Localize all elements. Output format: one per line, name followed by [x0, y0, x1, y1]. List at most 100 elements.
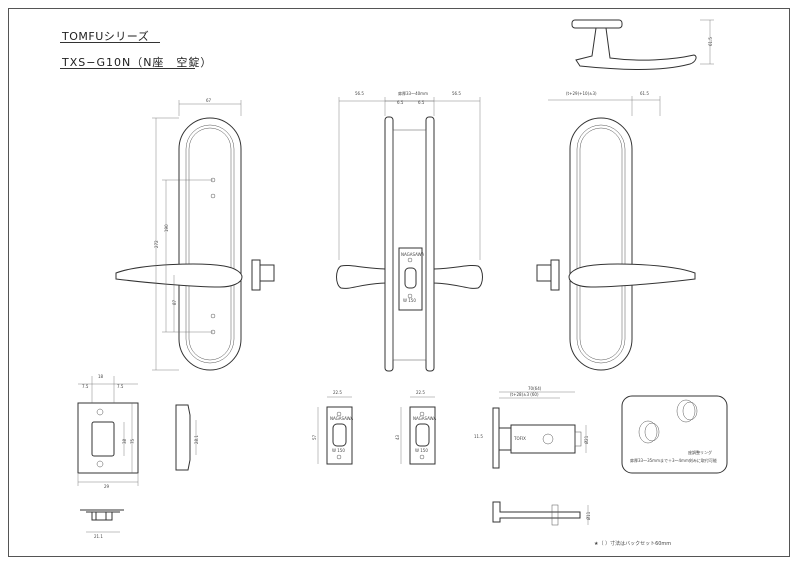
- section-brand: NAGASAWA: [401, 252, 424, 257]
- front-plate-outer: [178, 117, 242, 371]
- dim-latch-top2-label: (t+28)±3 (60): [510, 392, 539, 397]
- dim-latch-side-label: Ø21: [584, 435, 589, 444]
- dim-strike-top2: 7.5: [82, 384, 89, 389]
- screw-hole: [407, 257, 413, 263]
- ring-1-outer: [638, 420, 658, 444]
- dim-face-h2-label: 43: [395, 434, 400, 440]
- latch-side: TOFIX 70(64) (t+28)±3 (60) Ø21 11.5: [474, 386, 589, 469]
- dim-overall: [338, 97, 481, 260]
- model-underline: [60, 68, 195, 69]
- dim-strike-top3: 7.5: [117, 384, 124, 389]
- dim-strike-h1: 38: [122, 438, 127, 444]
- ring-2-inner: [682, 401, 698, 421]
- latch-brand-2: NAGASAWA: [413, 416, 436, 421]
- dim-side-left: 56.5: [355, 91, 364, 96]
- section-plate-right: [425, 116, 435, 372]
- screw-hole: [407, 293, 413, 299]
- ring-note-2: 扉厚33〜35mmまで＋3〜4mm刻みに取付可能: [630, 457, 717, 463]
- screw-hole: [96, 408, 104, 416]
- latch-brand-1: NAGASAWA: [330, 416, 353, 421]
- top-lever: [575, 27, 697, 70]
- top-rose: [571, 19, 623, 29]
- dim-strike-height: [123, 403, 133, 473]
- front-lever: [115, 263, 243, 288]
- section-lever-right: [433, 264, 483, 289]
- model-title: TXS−G10N（N座 空錠）: [62, 56, 213, 69]
- latch-face-plate: [409, 406, 436, 465]
- dim-strike-bottom-small-label: 21.1: [94, 534, 103, 539]
- section-door: [392, 129, 427, 361]
- front-view: 67 272 190 87: [115, 98, 275, 371]
- dim-face-w2-label: 22.5: [416, 390, 425, 395]
- dim-door-thickness-label: 扉厚33〜40mm: [398, 90, 428, 96]
- rear-plate-outer: [569, 117, 633, 371]
- dim-latch-left-label: 11.5: [474, 434, 483, 439]
- strike-opening: [91, 421, 115, 457]
- dim-strike-bottom: [77, 474, 139, 486]
- dim-latch-top-label: 70(64): [528, 386, 542, 391]
- rear-plate-inner: [579, 127, 623, 361]
- footnote: ★（ ）寸法はバックセット60mm: [594, 541, 672, 547]
- latch-side-face: [492, 407, 500, 469]
- dim-face-w-label: 22.5: [333, 390, 342, 395]
- latch-code-2: W 150: [415, 448, 428, 453]
- series-underline: [60, 42, 160, 43]
- section-plate-left: [384, 116, 394, 372]
- dim-strike-side-label: 28.1: [194, 435, 199, 444]
- dim-top-lever-label: 61.5: [708, 37, 713, 46]
- latch-bottom-profile: [492, 501, 581, 523]
- ring-1-inner: [644, 422, 660, 442]
- dim-top-lever: [700, 19, 714, 65]
- dim-face-h-label: 57: [312, 434, 317, 440]
- section-code: W 150: [403, 298, 416, 303]
- strike-side: 28.1: [175, 404, 199, 471]
- rear-escutcheon: [550, 259, 560, 291]
- dim-door-thickness: [384, 97, 435, 116]
- dim-strike-bottom-label: 29: [104, 484, 110, 489]
- latch-side-brand: TOFIX: [513, 436, 526, 441]
- latch-spindle-hole: [542, 433, 554, 445]
- screw-hole: [336, 411, 342, 417]
- rear-spindle: [536, 264, 552, 282]
- rear-view: (t+29)+10(±3) 61.5: [536, 91, 696, 371]
- section-latch-opening: [404, 267, 417, 289]
- dim-plate-height-label: 272: [154, 240, 159, 248]
- dim-plate-width: [178, 100, 242, 116]
- latch-tail: [574, 431, 582, 447]
- dim-strike-top1: 18: [98, 374, 104, 379]
- latch-face-bolt: [332, 423, 347, 447]
- latch-face-bolt: [415, 423, 430, 447]
- ring-box: [621, 395, 728, 474]
- front-escutcheon: [251, 259, 261, 291]
- screw-hole: [210, 193, 216, 199]
- dim-latch-top: [499, 391, 575, 399]
- screw-hole: [419, 411, 425, 417]
- drawing-frame: [8, 8, 790, 557]
- latch-face-1: NAGASAWA W 150 57 22.5: [312, 390, 353, 465]
- strike-front: 18 7.5 7.5 29 38 75: [77, 374, 139, 489]
- screw-hole: [419, 454, 425, 460]
- latch-code-1: W 150: [332, 448, 345, 453]
- dim-side-right: 56.5: [452, 91, 461, 96]
- screw-hole: [96, 460, 104, 468]
- strike-section-box: [95, 511, 107, 521]
- ring-note-1: 座調整リング: [688, 449, 712, 455]
- latch-face-2: NAGASAWA W 150 43 22.5: [395, 390, 436, 465]
- dim-lower-label: 87: [172, 299, 177, 305]
- rear-lever: [568, 263, 696, 288]
- dim-plate-width-label: 67: [206, 98, 212, 103]
- front-spindle: [259, 264, 275, 282]
- dim-rear-right-label: 61.5: [640, 91, 649, 96]
- latch-bottom: Ø11: [492, 501, 591, 526]
- dim-spindle-b: 6.5: [418, 100, 425, 105]
- front-plate-inner: [188, 127, 232, 361]
- strike-section: 21.1: [80, 509, 124, 539]
- ring-2-outer: [676, 399, 696, 423]
- screw-hole: [210, 313, 216, 319]
- dim-plate-height: [152, 117, 179, 371]
- rear-plate-groove: [576, 124, 626, 364]
- dim-strike-h2: 75: [130, 438, 135, 444]
- section-view: NAGASAWA W 150 56.5 扉厚33〜40mm 56.5 6.5 6…: [336, 90, 483, 372]
